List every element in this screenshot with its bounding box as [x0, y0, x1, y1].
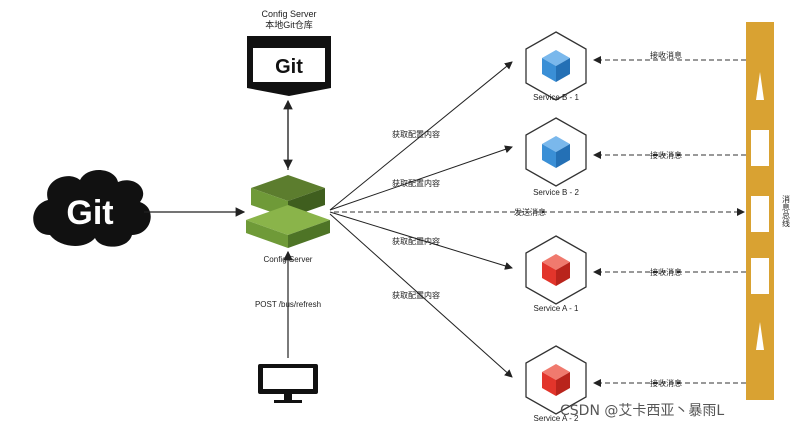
service-a1-icon — [525, 235, 587, 305]
refresh-label: POST /bus/refresh — [255, 300, 321, 309]
repo-icon-text: Git — [275, 56, 303, 78]
send-message-label: 发送消息 — [514, 207, 546, 217]
receive-label-4: 接收消息 — [650, 378, 682, 388]
service-b2-icon — [525, 117, 587, 187]
service-a2-icon — [525, 345, 587, 415]
receive-label-2: 接收消息 — [650, 150, 682, 160]
fetch-label-3: 获取配置内容 — [392, 236, 440, 246]
repo-title-line2: 本地Git仓库 — [265, 19, 313, 30]
message-bus — [746, 22, 774, 400]
service-b1-label: Service B - 1 — [533, 93, 579, 102]
watermark: CSDN @艾卡西亚丶暴雨L — [560, 403, 725, 419]
fetch-label-1: 获取配置内容 — [392, 129, 440, 139]
edge-fetch-3 — [329, 211, 513, 270]
fetch-label-4: 获取配置内容 — [392, 290, 440, 300]
fetch-label-2: 获取配置内容 — [392, 178, 440, 188]
edge-fetch-4 — [329, 213, 513, 378]
monitor-icon — [258, 364, 318, 403]
service-a1-label: Service A - 1 — [534, 304, 579, 313]
git-cloud-text: Git — [66, 194, 113, 232]
service-b1-icon — [525, 31, 587, 101]
edge-fetch-1 — [329, 61, 513, 211]
message-bus-label: 消息总线 — [782, 194, 791, 227]
config-server-icon — [246, 175, 330, 248]
git-repo-icon: Git — [247, 36, 331, 96]
receive-label-3: 接收消息 — [650, 267, 682, 277]
receive-label-1: 接收消息 — [650, 50, 682, 60]
service-b2-label: Service B - 2 — [533, 188, 579, 197]
repo-title-line1: Config Server — [261, 9, 316, 19]
service-a2-label: Service A - 2 — [534, 414, 579, 423]
edge-fetch-2 — [329, 145, 513, 211]
git-cloud-icon: Git — [33, 170, 151, 247]
